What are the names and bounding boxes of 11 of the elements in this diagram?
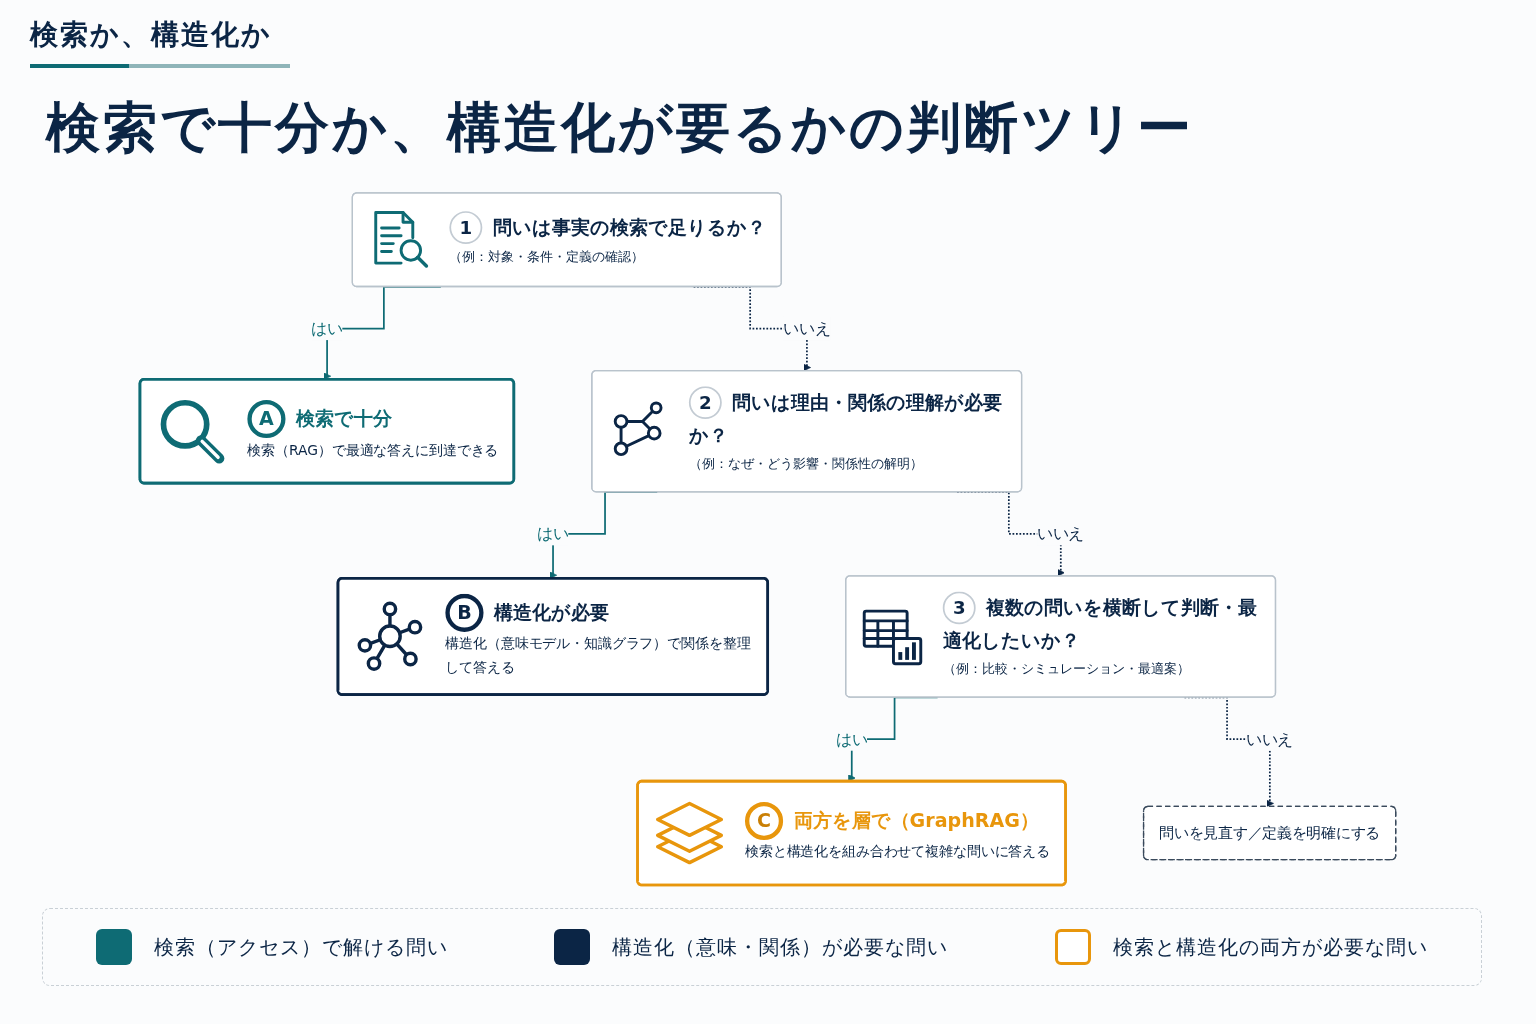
edge-label: いいえ: [783, 319, 831, 338]
edge-label: はい: [537, 524, 569, 543]
edge-label: はい: [311, 319, 343, 338]
section-heading: 検索か、構造化か: [30, 17, 272, 53]
legend-text: 検索と構造化の両方が必要な問い: [1112, 933, 1428, 961]
legend-text: 検索（アクセス）で解ける問い: [154, 933, 449, 961]
edge-label: いいえ: [1246, 729, 1294, 749]
diagram-title: 検索で十分か、構造化が要るかの判断ツリー: [46, 94, 1194, 161]
legend-text: 構造化（意味・関係）が必要な問い: [612, 933, 949, 961]
edge-label: はい: [836, 729, 868, 749]
edge-label: いいえ: [1037, 524, 1085, 543]
